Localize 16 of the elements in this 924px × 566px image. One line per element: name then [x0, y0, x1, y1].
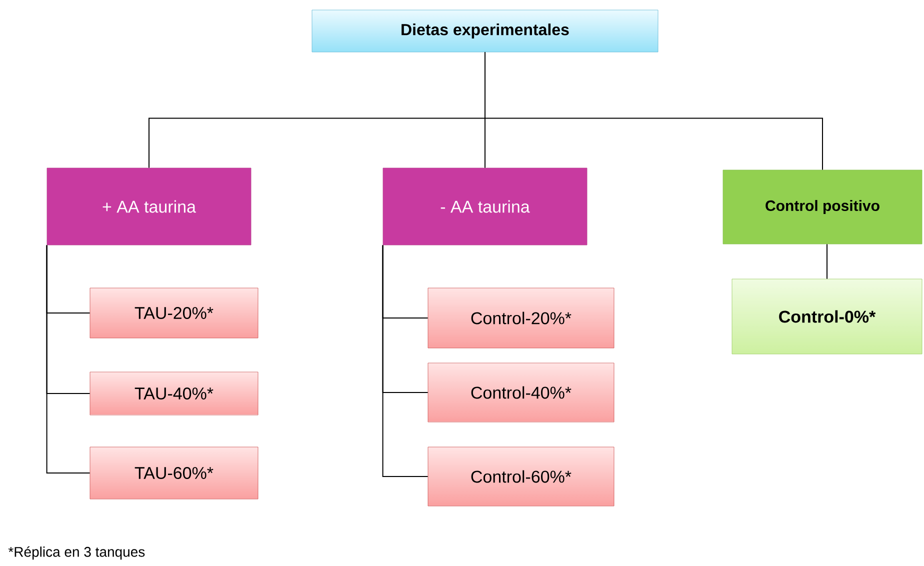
- diet-box: Control-40%*: [428, 362, 614, 422]
- title-box: Dietas experimentales: [312, 10, 658, 52]
- connector-line: [382, 244, 428, 477]
- diet-box: Control-0%*: [732, 278, 922, 354]
- diet-box: Control-20%*: [428, 288, 614, 348]
- diet-box: TAU-40%*: [90, 372, 258, 416]
- footnote-text: *Réplica en 3 tanques: [8, 546, 145, 560]
- connector-line: [46, 244, 90, 474]
- group-box: Control positivo: [722, 170, 922, 244]
- diet-box: TAU-60%*: [90, 446, 258, 500]
- connector-line: [826, 244, 828, 280]
- connector-line: [484, 52, 823, 170]
- diet-box: Control-60%*: [428, 446, 614, 506]
- group-box: + AA taurina: [46, 168, 252, 246]
- diet-box: TAU-20%*: [90, 288, 258, 338]
- group-box: - AA taurina: [382, 168, 588, 246]
